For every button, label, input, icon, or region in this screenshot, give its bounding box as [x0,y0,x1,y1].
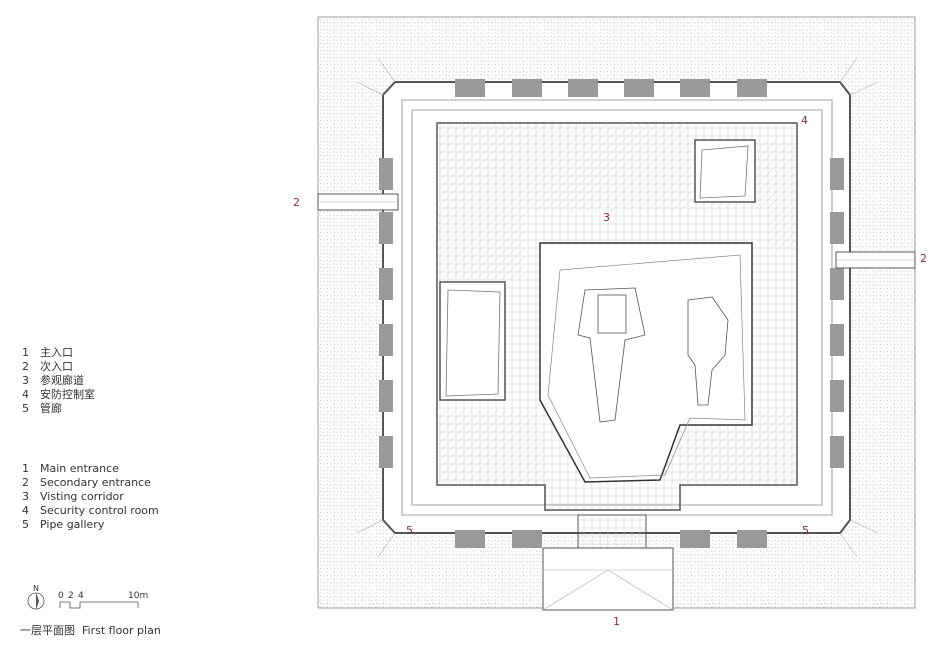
plan-title-en: First floor plan [82,624,161,637]
label-secondary-entrance-west: 2 [293,196,300,209]
secondary-entrance-west [317,193,399,211]
scale-line [59,601,139,609]
artifact-outlines [577,287,729,423]
scale-bar: N 0 2 4 10m [27,584,148,610]
pillars [379,79,844,548]
label-pipe-gallery-west: 5 [406,524,413,537]
legend-number: 1 [22,462,29,475]
north-label: N [33,584,39,593]
label-visiting-corridor: 3 [603,211,610,224]
legend-number: 3 [22,490,29,503]
legend-text: Secondary entrance [40,476,151,489]
legend-item: 4 安防控制室 [22,388,95,402]
legend-english: 1 Main entrance 2 Secondary entrance 3 Vistin… [22,462,159,532]
legend-item: 2 次入口 [22,360,95,374]
scale-tick-2: 2 [68,591,74,601]
label-pipe-gallery-east: 5 [802,524,809,537]
legend-chinese: 1 主入口 2 次入口 3 参观廊道 4 安防控制室 5 管廊 [22,346,95,416]
label-main-entrance: 1 [613,615,620,628]
legend-text: 次入口 [40,360,73,373]
west-room [439,281,506,401]
legend-text: 主入口 [40,346,73,359]
legend-text: Pipe gallery [40,518,105,531]
legend-text: Visting corridor [40,490,124,503]
legend-item: 2 Secondary entrance [22,476,159,490]
legend-number: 5 [22,518,29,531]
legend-number: 3 [22,374,29,387]
scale-tick-10m: 10m [128,591,148,601]
legend-number: 2 [22,360,29,373]
legend-text: 安防控制室 [40,388,95,401]
corner-lines [356,57,879,558]
legend-number: 1 [22,346,29,359]
label-security-room: 4 [801,114,808,127]
legend-item: 5 管廊 [22,402,95,416]
main-entrance [542,514,674,611]
legend-number: 2 [22,476,29,489]
excavation-pit [539,242,753,483]
legend-number: 4 [22,504,29,517]
legend-item: 5 Pipe gallery [22,518,159,532]
legend-text: 参观廊道 [40,374,84,387]
legend-item: 4 Security control room [22,504,159,518]
legend-text: Security control room [40,504,159,517]
legend-item: 3 参观廊道 [22,374,95,388]
legend-item: 3 Visting corridor [22,490,159,504]
plan-title: 一层平面图 First floor plan [20,622,161,638]
legend-item: 1 主入口 [22,346,95,360]
scale-tick-4: 4 [78,591,84,601]
legend-text: Main entrance [40,462,119,475]
legend-number: 4 [22,388,29,401]
scale-tick-0: 0 [58,591,64,601]
north-arrow-icon: N [27,584,45,610]
label-secondary-entrance-east: 2 [920,252,927,265]
plan-title-cn: 一层平面图 [20,624,75,637]
security-control-room [694,139,756,203]
legend-number: 5 [22,402,29,415]
secondary-entrance-east [835,251,916,269]
legend-text: 管廊 [40,402,62,415]
legend-item: 1 Main entrance [22,462,159,476]
